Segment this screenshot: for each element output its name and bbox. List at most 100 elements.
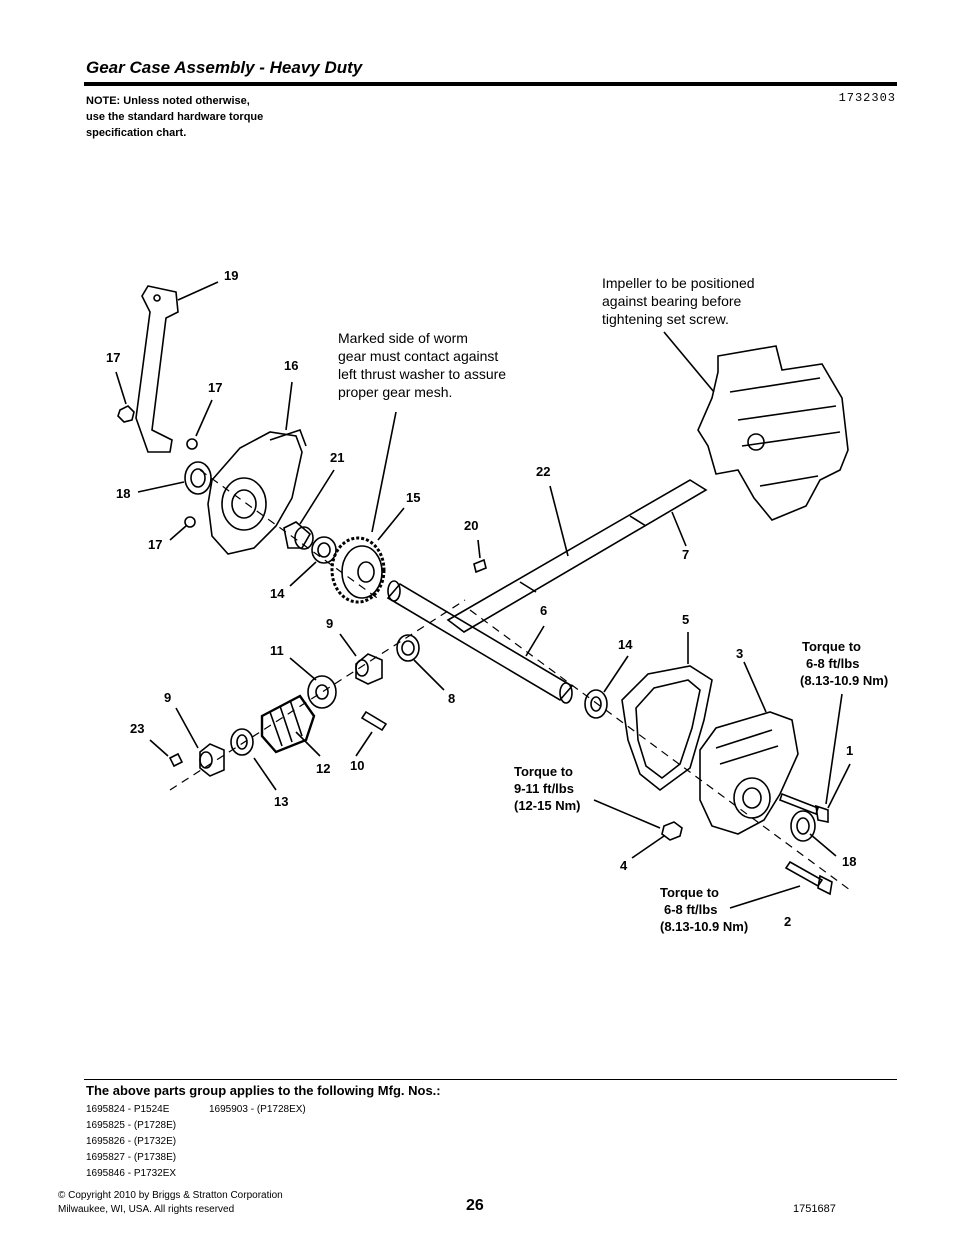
title-rule (84, 82, 897, 86)
callout-1: 1 (846, 743, 853, 758)
worm-gear-15 (330, 536, 386, 604)
callout-17: 17 (208, 380, 222, 395)
copyright: © Copyright 2010 by Briggs & Stratton Co… (58, 1189, 283, 1217)
torque-note-line: use the standard hardware torque (86, 111, 264, 123)
torque-line: (12-15 Nm) (514, 798, 580, 813)
callout-23: 23 (130, 721, 144, 736)
key-20 (473, 558, 487, 574)
nut-4 (661, 821, 683, 841)
pin-10 (360, 710, 388, 732)
washer-17 (184, 516, 196, 528)
torque-line: 6-8 ft/lbs (664, 902, 717, 917)
mfg-number: 1695826 - (P1732E) (86, 1136, 177, 1147)
callout-17: 17 (148, 537, 162, 552)
impeller-note-line: against bearing before (602, 293, 742, 309)
torque-spec-middle: Torque to 9-11 ft/lbs (12-15 Nm) (514, 764, 580, 813)
mfg-number: 1695903 - (P1728EX) (209, 1104, 306, 1115)
callout-16: 16 (284, 358, 298, 373)
bushing-9 (355, 653, 383, 685)
torque-note-line: specification chart. (86, 127, 187, 139)
torque-note: NOTE: Unless noted otherwise, use the st… (86, 93, 326, 141)
worm-note-line: Marked side of worm (338, 330, 468, 346)
assembly-axis (199, 469, 381, 601)
bolt-2 (784, 860, 824, 888)
shift-rod-19 (135, 285, 179, 453)
callout-12: 12 (316, 761, 330, 776)
applies-title: The above parts group applies to the fol… (86, 1083, 441, 1098)
callout-13: 13 (274, 794, 288, 809)
torque-spec-right: Torque to 6-8 ft/lbs (8.13-10.9 Nm) (800, 639, 888, 688)
callout-4: 4 (620, 858, 628, 873)
callout-17: 17 (106, 350, 120, 365)
mfg-numbers-list: 1695903 - (P1728EX) (209, 1102, 306, 1118)
gasket-5 (621, 665, 713, 792)
mfg-number: 1695846 - P1732EX (86, 1168, 177, 1179)
torque-line: (8.13-10.9 Nm) (660, 919, 748, 934)
mfg-numbers-list: 1695824 - P1524E 1695825 - (P1728E) 1695… (86, 1102, 176, 1182)
gear-case-3 (699, 711, 799, 835)
thrust-washer-14 (584, 689, 608, 719)
worm-note-line: left thrust washer to assure (338, 366, 506, 382)
footer-rule (84, 1079, 897, 1080)
key-23 (168, 752, 184, 768)
callout-18: 18 (116, 486, 130, 501)
page-number: 26 (466, 1197, 484, 1214)
impeller (697, 345, 849, 521)
assembly-axis (469, 609, 851, 891)
callout-21: 21 (330, 450, 344, 465)
washer-13 (230, 728, 254, 756)
callout-20: 20 (464, 518, 478, 533)
callout-2: 2 (784, 914, 791, 929)
callout-5: 5 (682, 612, 689, 627)
callout-22: 22 (536, 464, 550, 479)
callout-6: 6 (540, 603, 547, 618)
illustration-code: 1732303 (838, 91, 896, 105)
worm-note-line: proper gear mesh. (338, 384, 452, 400)
torque-line: Torque to (660, 885, 719, 900)
torque-line: Torque to (802, 639, 861, 654)
gear-case-16 (207, 431, 303, 555)
impeller-note-line: Impeller to be positioned (602, 275, 755, 291)
mfg-number: 1695825 - (P1728E) (86, 1120, 177, 1131)
tube-shaft-6 (386, 582, 574, 702)
copyright-line: © Copyright 2010 by Briggs & Stratton Co… (58, 1190, 283, 1201)
assembly-axis (169, 599, 466, 791)
coupling-11 (307, 675, 337, 709)
torque-line: 6-8 ft/lbs (806, 656, 859, 671)
torque-spec-bottom: Torque to 6-8 ft/lbs (8.13-10.9 Nm) (660, 885, 748, 934)
washer-8 (396, 634, 420, 662)
callout-18: 18 (842, 854, 856, 869)
callout-8: 8 (448, 691, 455, 706)
torque-line: (8.13-10.9 Nm) (800, 673, 888, 688)
bolt-1 (779, 792, 819, 816)
rod-hole (153, 294, 161, 302)
mfg-number: 1695827 - (P1738E) (86, 1152, 177, 1163)
torque-line: Torque to (514, 764, 573, 779)
worm-12 (260, 694, 316, 754)
callout-14: 14 (270, 586, 285, 601)
seal-18 (184, 461, 212, 495)
torque-note-line: NOTE: Unless noted otherwise, (86, 95, 250, 107)
callout-3: 3 (736, 646, 743, 661)
bushing-9 (199, 743, 225, 777)
seal-18 (790, 810, 816, 842)
callout-9: 9 (164, 690, 171, 705)
drive-shaft-22 (446, 479, 708, 633)
mfg-number: 1695824 - P1524E (86, 1104, 170, 1115)
page-title: Gear Case Assembly - Heavy Duty (86, 58, 363, 77)
copyright-line: Milwaukee, WI, USA. All rights reserved (58, 1204, 235, 1215)
callout-14: 14 (618, 637, 633, 652)
callout-10: 10 (350, 758, 364, 773)
washer-17 (186, 438, 198, 450)
worm-gear-note: Marked side of worm gear must contact ag… (338, 330, 506, 400)
callout-19: 19 (224, 268, 238, 283)
callout-15: 15 (406, 490, 420, 505)
nut-17 (117, 405, 135, 423)
callout-7: 7 (682, 547, 689, 562)
callout-11: 11 (270, 643, 284, 658)
torque-line: 9-11 ft/lbs (514, 781, 574, 796)
callout-9: 9 (326, 616, 333, 631)
worm-note-line: gear must contact against (338, 348, 498, 364)
document-part-number: 1751687 (793, 1203, 836, 1215)
